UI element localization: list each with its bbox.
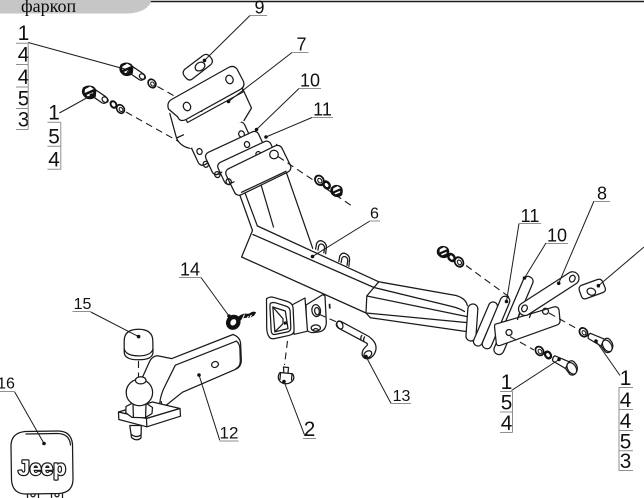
svg-text:Jeep: Jeep [18, 457, 66, 480]
svg-text:16: 16 [0, 376, 15, 393]
svg-text:14: 14 [180, 260, 200, 280]
svg-text:15: 15 [74, 296, 92, 313]
svg-text:9: 9 [254, 0, 264, 18]
svg-text:3: 3 [18, 109, 30, 132]
svg-text:10: 10 [547, 226, 567, 246]
svg-text:5: 5 [620, 431, 632, 454]
svg-text:1: 1 [501, 371, 513, 394]
svg-text:4: 4 [48, 149, 60, 172]
svg-text:10: 10 [300, 71, 320, 91]
svg-text:5: 5 [48, 126, 60, 149]
svg-text:8: 8 [597, 184, 607, 204]
svg-text:4: 4 [18, 44, 30, 67]
svg-text:фаркоп: фаркоп [21, 0, 76, 16]
svg-text:11: 11 [521, 206, 540, 226]
svg-text:11: 11 [313, 100, 332, 120]
svg-text:4: 4 [18, 66, 30, 89]
svg-text:6: 6 [370, 206, 379, 223]
svg-text:5: 5 [18, 88, 30, 111]
svg-text:4: 4 [501, 412, 513, 435]
svg-text:Jeep: Jeep [18, 457, 66, 480]
svg-text:1: 1 [48, 102, 60, 125]
svg-text:7: 7 [296, 35, 306, 55]
svg-text:4: 4 [620, 389, 632, 412]
svg-text:2: 2 [304, 418, 316, 441]
svg-text:13: 13 [393, 388, 411, 405]
svg-text:3: 3 [620, 450, 632, 473]
svg-text:1: 1 [18, 22, 30, 45]
svg-text:1: 1 [620, 367, 632, 390]
svg-text:5: 5 [501, 392, 513, 415]
svg-text:12: 12 [220, 424, 239, 443]
svg-text:4: 4 [620, 410, 632, 433]
